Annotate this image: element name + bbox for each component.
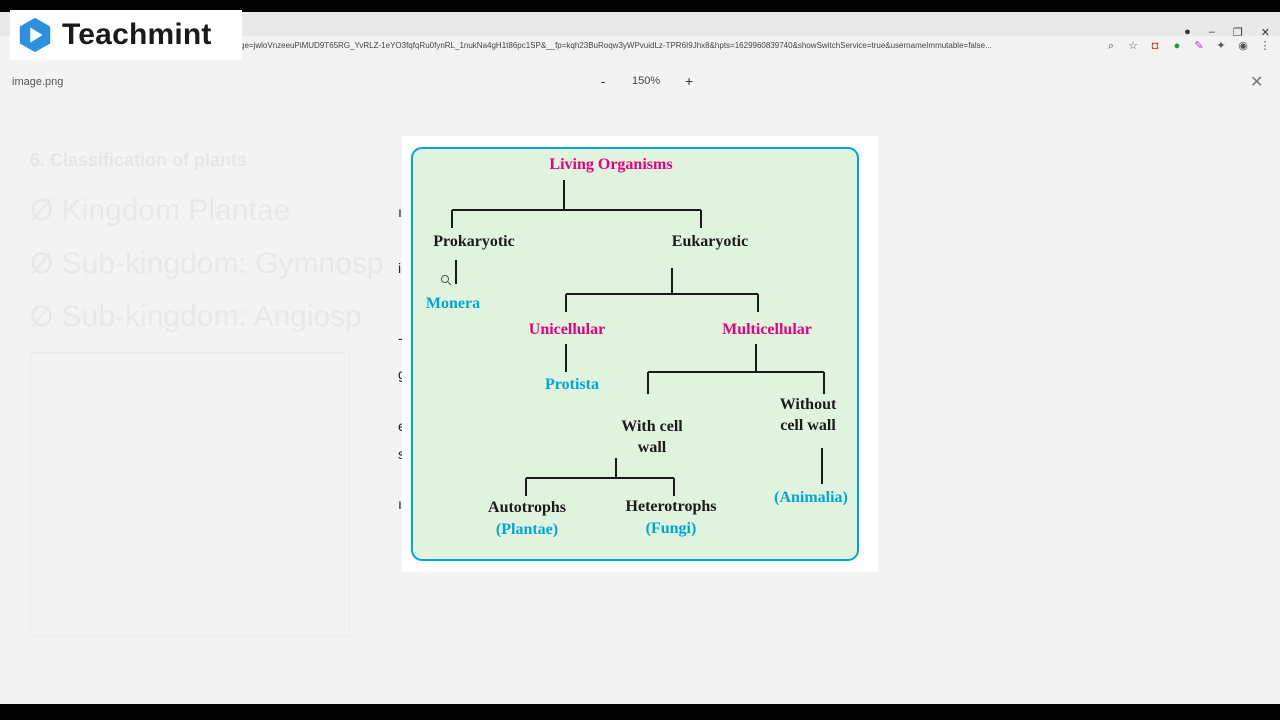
clipped-char: s: [398, 446, 405, 462]
extension-grammarly-icon[interactable]: ●: [1173, 40, 1181, 52]
restore-icon[interactable]: ❐: [1232, 27, 1243, 39]
zoom-level: 150%: [632, 75, 661, 87]
node-unicellular: Unicellular: [529, 321, 605, 338]
displayed-image: Living Organisms Prokaryotic Eukaryotic …: [402, 136, 878, 572]
node-heterotrophs: Heterotrophs: [626, 498, 717, 515]
zoom-out-button[interactable]: -: [600, 73, 606, 89]
node-without-cell-wall-line2: cell wall: [780, 417, 836, 434]
node-fungi: (Fungi): [646, 520, 697, 537]
clipped-char: ı: [398, 204, 402, 220]
node-multicellular: Multicellular: [722, 321, 812, 338]
node-with-cell-wall-line2: wall: [638, 439, 667, 456]
classification-diagram: Living Organisms Prokaryotic Eukaryotic …: [411, 147, 859, 561]
clipped-char: e: [398, 418, 406, 434]
profile-icon[interactable]: ●: [1184, 26, 1191, 38]
node-living-organisms: Living Organisms: [549, 156, 672, 173]
cursor-zoom-icon: [441, 275, 452, 286]
clipped-char: g: [398, 366, 406, 382]
extension-color-icon[interactable]: ✎: [1194, 40, 1204, 52]
avatar[interactable]: ◉: [1238, 40, 1248, 52]
node-protista: Protista: [545, 376, 599, 393]
teachmint-logo-icon: [19, 17, 51, 53]
node-autotrophs: Autotrophs: [488, 499, 566, 516]
kebab-menu-icon[interactable]: ⋮: [1259, 40, 1271, 52]
slide-line: Ø Sub-kingdom: Gymnosp: [30, 247, 384, 280]
node-with-cell-wall-line1: With cell: [621, 418, 683, 435]
clipped-char: -: [398, 330, 403, 346]
file-name: image.png: [12, 76, 64, 88]
minimize-icon[interactable]: –: [1208, 26, 1215, 38]
clipped-char: ı: [398, 496, 402, 512]
zoom-in-button[interactable]: +: [685, 73, 694, 89]
window-controls: ● – ❐ ✕: [1184, 26, 1270, 39]
slide-line: Ø Kingdom Plantae: [30, 194, 291, 227]
search-icon[interactable]: ⌕: [1107, 40, 1115, 52]
slide-thumbnail-diagram: [30, 352, 350, 636]
clipped-char: i: [398, 260, 402, 276]
node-without-cell-wall-line1: Without: [780, 396, 837, 413]
close-viewer-icon[interactable]: ✕: [1250, 74, 1264, 91]
connector-lines: [451, 180, 825, 496]
close-window-icon[interactable]: ✕: [1260, 27, 1270, 39]
zoom-controls: - 150% +: [596, 73, 696, 89]
address-bar-icons: ⌕ ☆ ◘ ● ✎ ✦ ◉ ⋮: [1104, 39, 1272, 53]
star-icon[interactable]: ☆: [1128, 40, 1138, 52]
puzzle-icon[interactable]: ✦: [1216, 40, 1226, 52]
node-eukaryotic: Eukaryotic: [672, 233, 748, 250]
diagram-frame: [411, 147, 859, 561]
slide-line: Ø Sub-kingdom: Angiosp: [30, 300, 362, 333]
url-text[interactable]: ge=jwloVnzeeuPiMUD9T65RG_YvRLZ-1eYO3fqfq…: [240, 41, 992, 50]
screen-bottom-strip: [0, 704, 1280, 720]
node-monera: Monera: [426, 295, 480, 312]
slide-title: 6. Classification of plants: [30, 150, 248, 170]
screen-top-strip: [0, 0, 1280, 12]
teachmint-watermark: Teachmint: [10, 10, 242, 60]
brand-name: Teachmint: [62, 18, 212, 51]
extension-pocket-icon[interactable]: ◘: [1151, 40, 1159, 52]
node-animalia: (Animalia): [774, 489, 848, 506]
node-prokaryotic: Prokaryotic: [433, 233, 514, 250]
node-plantae: (Plantae): [496, 521, 558, 538]
background-slide: 6. Classification of plants Ø Kingdom Pl…: [0, 102, 1280, 704]
viewer-toolbar: image.png - 150% + ✕: [0, 58, 1280, 102]
